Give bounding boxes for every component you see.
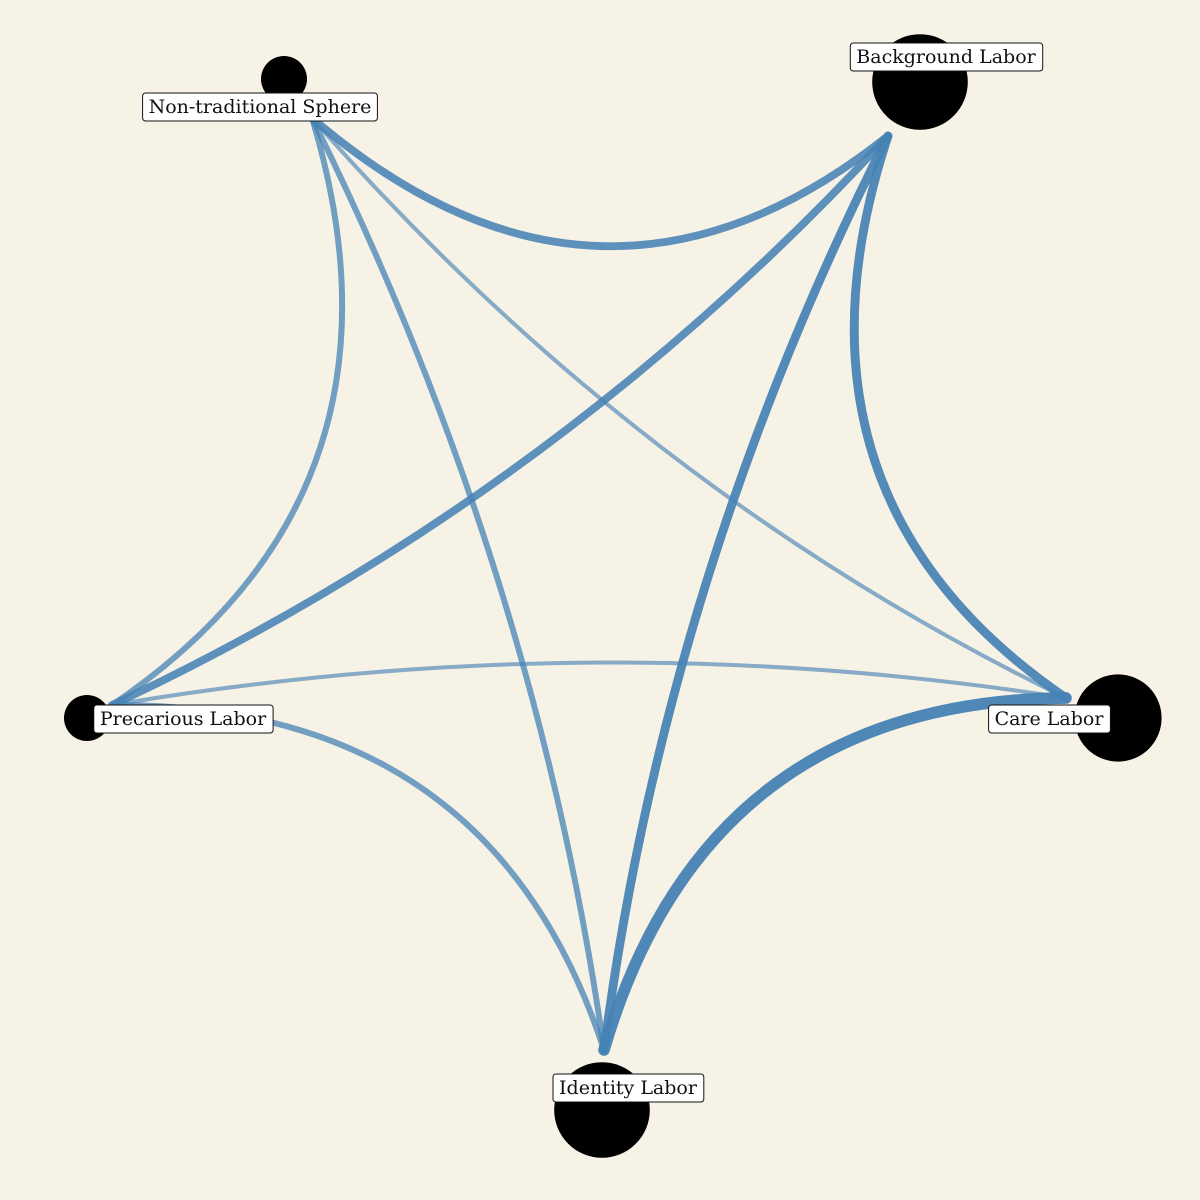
label-text-non-traditional-sphere: Non-traditional Sphere	[149, 96, 372, 118]
labels-layer: Non-traditional Sphere Background LaborCa…	[93, 42, 1111, 1103]
label-care-labor: Care Labor	[988, 704, 1111, 734]
label-box-non-traditional-sphere	[142, 92, 378, 122]
edge-non-traditional-sphere-to-identity-labor	[309, 115, 607, 1053]
edge-background-labor-to-precarious-labor	[108, 132, 892, 709]
node-care-labor[interactable]	[1074, 674, 1162, 762]
label-text-care-labor: Care Labor	[995, 708, 1105, 730]
edge-non-traditional-sphere-to-precarious-labor	[109, 115, 346, 708]
label-box-identity-labor	[552, 1073, 705, 1103]
label-box-background-labor	[849, 42, 1044, 72]
edge-background-labor-to-identity-labor	[599, 131, 893, 1055]
label-box-precarious-labor	[93, 704, 274, 734]
label-text-precarious-labor: Precarious Labor	[100, 708, 267, 730]
edge-non-traditional-sphere-to-background-labor	[308, 114, 892, 251]
edge-identity-labor-to-precarious-labor	[109, 702, 607, 1053]
edge-background-labor-to-care-labor	[849, 131, 1071, 703]
edge-non-traditional-sphere-to-care-labor	[309, 115, 1069, 701]
edges-layer	[108, 114, 1072, 1056]
edge-care-labor-to-identity-labor	[598, 692, 1072, 1056]
label-background-labor: Background Labor	[849, 42, 1044, 72]
label-precarious-labor: Precarious Labor	[93, 704, 274, 734]
label-text-background-labor: Background Labor	[856, 46, 1036, 68]
label-non-traditional-sphere: Non-traditional Sphere	[142, 92, 378, 122]
label-box-care-labor	[988, 704, 1111, 734]
label-text-identity-labor: Identity Labor	[559, 1077, 698, 1099]
edge-care-labor-to-precarious-labor	[109, 660, 1069, 708]
node-non-traditional-sphere[interactable]	[261, 56, 307, 102]
label-identity-labor: Identity Labor	[552, 1073, 705, 1103]
